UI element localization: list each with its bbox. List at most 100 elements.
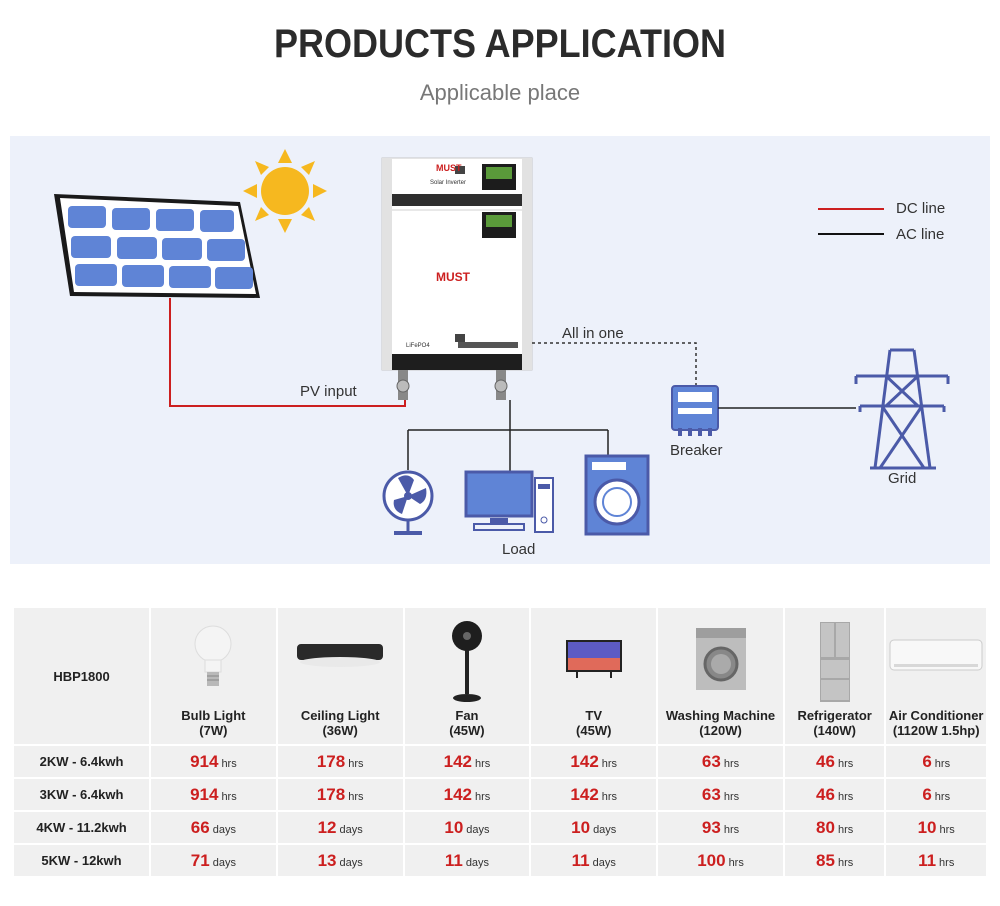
- washing-machine-icon: [695, 628, 746, 690]
- runtime-unit: days: [212, 856, 236, 869]
- all-in-one-label: All in one: [562, 325, 624, 342]
- table-header-row: HBP1800 Bulb Light(7W) Ceiling Light(36W…: [14, 608, 986, 744]
- appliance-name: Washing Machine: [665, 708, 776, 723]
- appliance-power: (36W): [322, 723, 358, 738]
- runtime-unit: hrs: [601, 790, 618, 803]
- runtime-unit: hrs: [221, 790, 237, 803]
- pv-input-label: PV input: [300, 383, 357, 400]
- runtime-unit: days: [592, 856, 616, 869]
- brand-top-label: MUST: [436, 163, 462, 173]
- runtime-value: 142: [570, 751, 599, 771]
- runtime-value: 142: [570, 784, 599, 804]
- runtime-value: 13: [317, 850, 337, 870]
- runtime-unit: hrs: [723, 823, 740, 836]
- runtime-unit: hrs: [837, 856, 854, 869]
- runtime-unit: hrs: [723, 757, 740, 770]
- runtime-value: 46: [816, 751, 835, 771]
- appliance-header: Ceiling Light(36W): [277, 608, 403, 744]
- inverter-unit: [381, 157, 533, 400]
- runtime-unit: days: [466, 823, 490, 836]
- fan-icon: [382, 470, 434, 535]
- runtime-value: 6: [922, 784, 932, 804]
- diagram-drawing: [54, 149, 950, 536]
- runtime-unit: hrs: [939, 856, 955, 869]
- appliance-power: (1120W 1.5hp): [892, 723, 980, 738]
- runtime-value: 178: [316, 751, 346, 771]
- ac-line-legend: AC line: [896, 226, 945, 243]
- brand-main-label: MUST: [436, 270, 470, 284]
- grid-tower-icon: [854, 348, 950, 470]
- sun-icon: [243, 149, 327, 233]
- runtime-unit: hrs: [939, 823, 955, 836]
- runtime-value: 12: [317, 817, 337, 837]
- runtime-unit: hrs: [475, 790, 491, 803]
- appliance-name: Air Conditioner: [888, 708, 984, 723]
- runtime-value: 142: [443, 751, 472, 771]
- appliance-power: (45W): [576, 723, 612, 738]
- runtime-unit: hrs: [348, 757, 364, 770]
- runtime-value: 142: [443, 784, 472, 804]
- runtime-value: 46: [816, 784, 835, 804]
- appliance-name: TV: [585, 708, 603, 723]
- air-conditioner-icon: [889, 639, 983, 671]
- runtime-value: 66: [190, 817, 210, 837]
- runtime-value: 85: [816, 850, 835, 870]
- appliance-header: Air Conditioner(1120W 1.5hp): [886, 608, 986, 744]
- runtime-value: 10: [917, 817, 937, 837]
- runtime-unit: hrs: [221, 757, 237, 770]
- config-label: 3KW - 6.4kwh: [14, 779, 149, 810]
- appliance-header: Refrigerator(140W): [784, 608, 885, 744]
- tv-icon: [565, 640, 622, 678]
- runtime-value: 11: [571, 850, 590, 870]
- appliance-name: Refrigerator: [797, 708, 872, 723]
- appliance-name: Fan: [455, 708, 479, 723]
- runtime-unit: hrs: [934, 757, 951, 770]
- runtime-value: 10: [571, 817, 591, 837]
- runtime-value: 11: [918, 850, 937, 870]
- runtime-unit: days: [339, 823, 363, 836]
- runtime-unit: hrs: [837, 757, 854, 770]
- refrigerator-icon: [819, 622, 850, 702]
- runtime-value: 178: [316, 784, 346, 804]
- runtime-unit: days: [339, 856, 363, 869]
- appliance-power: (45W): [449, 723, 485, 738]
- runtime-value: 914: [190, 784, 219, 804]
- ceiling-light-icon: [297, 644, 384, 667]
- application-diagram: MUST Solar Inverter MUST LiFePO4 PV inpu…: [10, 136, 990, 564]
- model-cell: HBP1800: [14, 608, 149, 744]
- page-subtitle: Applicable place: [419, 80, 581, 105]
- runtime-unit: days: [593, 823, 617, 836]
- lifepo4-label: LiFePO4: [406, 343, 430, 349]
- config-label: 2KW - 6.4kwh: [14, 746, 149, 777]
- config-label: 4KW - 11.2kwh: [14, 812, 149, 843]
- runtime-unit: hrs: [723, 790, 740, 803]
- load-label: Load: [502, 541, 536, 558]
- bulb-icon: [194, 625, 232, 686]
- runtime-value: 11: [444, 850, 463, 870]
- solar-inverter-label: Solar Inverter: [430, 180, 467, 186]
- washing-machine-icon: [584, 454, 650, 536]
- dc-line-legend: DC line: [896, 200, 946, 217]
